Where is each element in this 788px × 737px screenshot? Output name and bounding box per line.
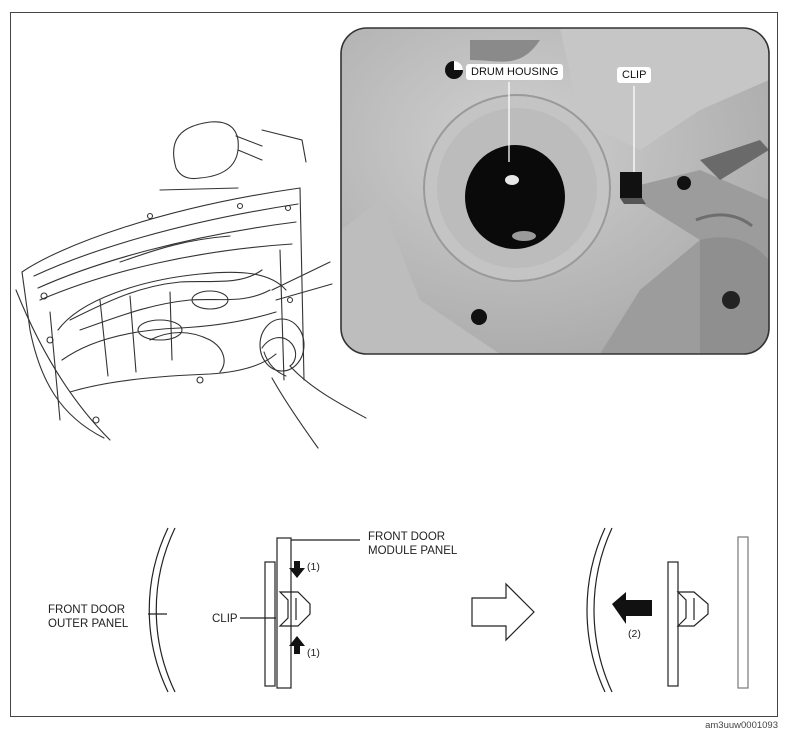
front-door-outer-panel-label: FRONT DOOR OUTER PANEL <box>48 604 129 630</box>
step-2-label: (2) <box>628 628 641 640</box>
figure-frame <box>10 12 778 717</box>
drum-housing-label: DRUM HOUSING <box>466 64 564 80</box>
door-illustration <box>15 121 367 449</box>
figure-code: am3uuw0001093 <box>705 720 778 731</box>
front-door-module-panel-label: FRONT DOOR MODULE PANEL <box>368 531 458 557</box>
clip-photo-label: CLIP <box>617 67 652 83</box>
step-1-bottom-label: (1) <box>307 647 320 659</box>
clip-schematic-after <box>586 527 749 693</box>
photo-callout <box>341 28 769 354</box>
clip-schematic-label: CLIP <box>212 613 238 625</box>
clip-schematic-before <box>148 527 360 693</box>
step-1-top-label: (1) <box>307 561 320 573</box>
